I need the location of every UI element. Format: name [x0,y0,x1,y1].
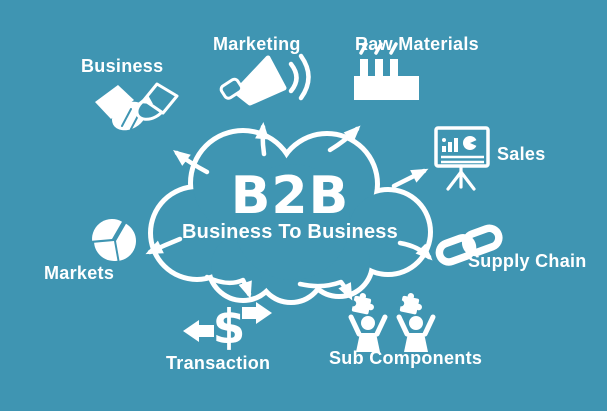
label-supply-chain: Supply Chain [468,251,587,271]
factory-icon [354,42,419,100]
arrow-to-sub-components [297,279,353,301]
puzzle-people-icon [348,292,436,352]
arrow-to-sales [391,168,429,189]
dollar-symbol: $ [213,300,246,355]
pie-chart-icon [92,219,136,262]
arrow-to-transaction [204,274,252,299]
cloud-title: B2B [230,166,350,226]
right-block-arrow [242,302,272,324]
arrow-to-raw-materials [327,125,361,153]
label-sales: Sales [497,144,546,164]
dollar-arrows-icon: $ [183,300,272,355]
arrows [145,122,433,301]
label-sub-components: Sub Components [329,348,483,368]
arrow-to-supply-chain [397,240,433,261]
cloud-subtitle: Business To Business [182,221,398,243]
label-raw-materials: Raw Materials [355,34,479,54]
megaphone-icon [219,53,311,106]
arrow-to-business [173,149,210,175]
label-marketing: Marketing [213,34,301,54]
label-business: Business [81,56,164,76]
arrow-to-marketing [255,122,270,157]
presentation-board-icon [434,126,490,191]
cloud-shape [148,128,433,305]
arrow-to-markets [145,236,183,255]
chain-links-icon [435,224,503,266]
handshake-icon [95,82,179,132]
left-block-arrow [183,320,214,342]
label-markets: Markets [44,263,115,283]
label-transaction: Transaction [166,353,271,373]
